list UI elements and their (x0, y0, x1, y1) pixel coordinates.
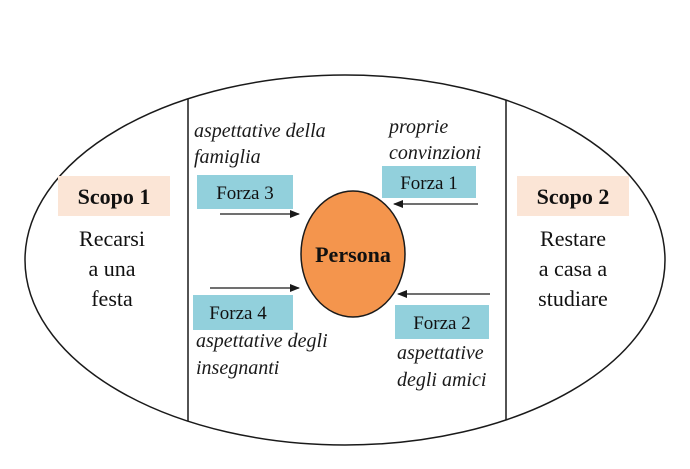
goal-right-line-2: a casa a (539, 256, 608, 281)
goal-right-title-box (517, 176, 629, 216)
goal-left-line-2: a una (88, 256, 135, 281)
force-4: Forza 4 aspettative degli insegnanti (193, 284, 328, 379)
person-label: Persona (315, 242, 391, 267)
force-3-label: Forza 3 (216, 183, 274, 204)
force-1-desc-line-2: convinzioni (389, 142, 481, 164)
force-2-box (395, 305, 489, 339)
force-2-desc-line-2: degli amici (397, 369, 486, 391)
goal-right-title: Scopo 2 (537, 184, 610, 209)
force-1-box (382, 166, 476, 198)
force-3-box (197, 175, 293, 209)
force-4-desc-line-2: insegnanti (196, 357, 279, 379)
goal-right-line-1: Restare (540, 226, 606, 251)
goal-left-title-box (58, 176, 170, 216)
force-1: proprie convinzioni Forza 1 (382, 116, 481, 208)
force-1-label: Forza 1 (400, 173, 458, 194)
goal-left-title: Scopo 1 (78, 184, 151, 209)
force-4-label: Forza 4 (209, 303, 267, 324)
force-3-desc-line-2: famiglia (194, 146, 261, 168)
goal-left-line-1: Recarsi (79, 226, 145, 251)
force-2-label: Forza 2 (413, 313, 471, 334)
force-1-desc-line-1: proprie (387, 116, 448, 138)
goal-left: Scopo 1 Recarsi a una festa (58, 176, 170, 311)
goal-left-line-3: festa (91, 286, 133, 311)
force-4-box (193, 295, 293, 330)
person-ellipse (300, 190, 406, 318)
goal-right: Scopo 2 Restare a casa a studiare (517, 176, 629, 311)
force-2-desc-line-1: aspettative (397, 342, 484, 364)
force-4-desc-line-1: aspettative degli (196, 330, 328, 352)
force-3: aspettative della famiglia Forza 3 (194, 120, 326, 218)
goal-right-line-3: studiare (538, 286, 608, 311)
force-3-desc-line-1: aspettative della (194, 120, 326, 142)
force-2: Forza 2 aspettative degli amici (395, 290, 490, 391)
